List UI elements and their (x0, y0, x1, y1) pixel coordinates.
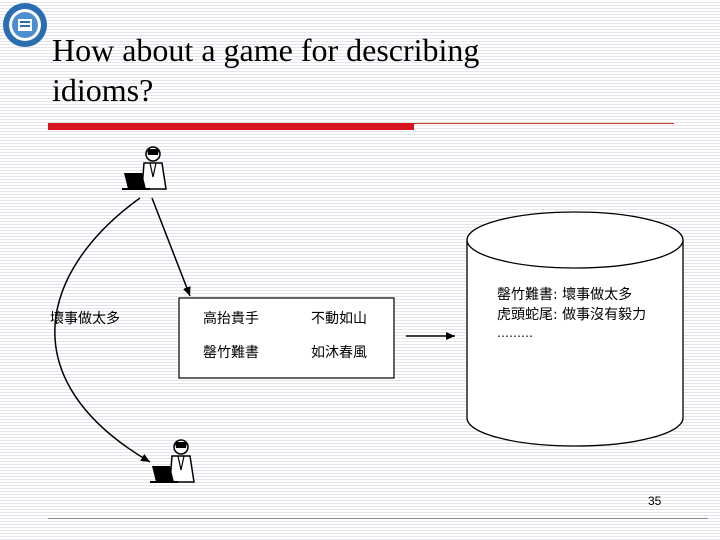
slide-title: How about a game for describing idioms? (52, 30, 692, 110)
database-entry-2: 虎頭蛇尾: 做事沒有毅力 (497, 307, 647, 323)
title-line-2: idioms? (52, 72, 154, 108)
footer-line (48, 518, 708, 519)
idiom-option-4[interactable]: 如沐春風 (311, 345, 367, 361)
idiom-choice-box (178, 297, 395, 379)
description-label: 壞事做太多 (50, 311, 120, 327)
title-line-1: How about a game for describing (52, 32, 480, 68)
idiom-option-3[interactable]: 罄竹難書 (203, 345, 259, 361)
database-entry-ellipsis: ……… (497, 326, 533, 340)
curve-connector (54, 197, 151, 463)
idiom-option-1[interactable]: 高抬貴手 (203, 311, 259, 327)
arrow-to-box (151, 197, 191, 297)
database-cylinder (466, 211, 684, 447)
page-number: 35 (648, 494, 662, 508)
idiom-option-2[interactable]: 不動如山 (311, 311, 367, 327)
bottom-person-icon (150, 439, 195, 483)
title-divider-line (414, 123, 674, 124)
database-entry-1: 罄竹難書: 壞事做太多 (497, 287, 633, 303)
title-accent-bar (48, 123, 414, 130)
top-person-icon (122, 146, 167, 190)
university-seal-icon (3, 3, 47, 47)
